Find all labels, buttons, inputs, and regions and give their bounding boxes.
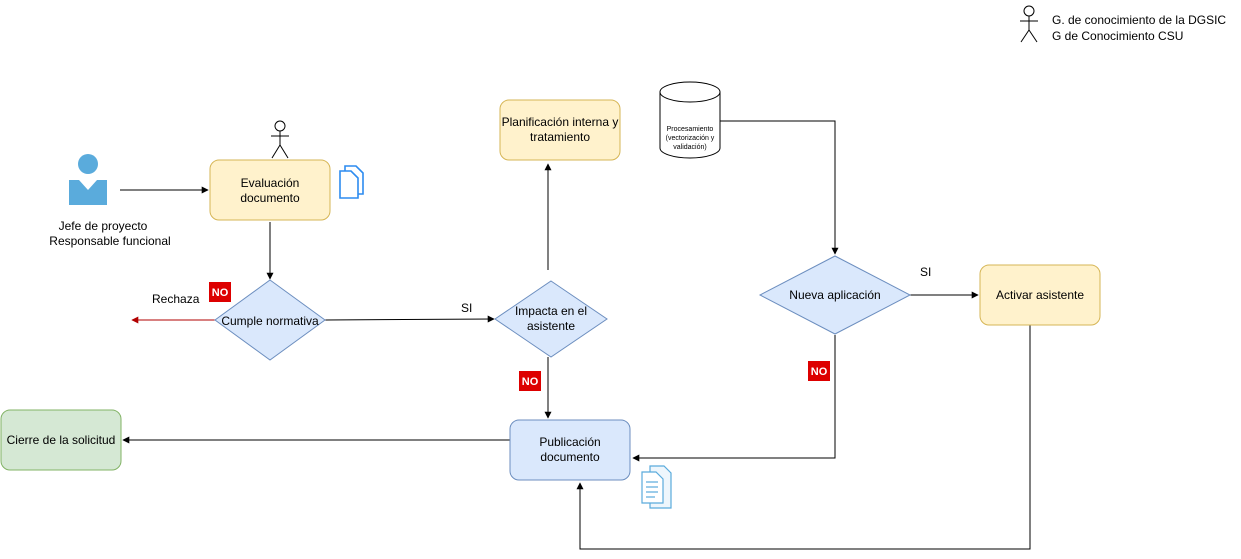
- edge-nueva-publicacion: [632, 335, 836, 462]
- si-label-2: SI: [920, 265, 931, 279]
- publicacion-line-1: Publicación: [539, 435, 600, 449]
- cumple-label: Cumple normativa: [221, 314, 319, 328]
- rechaza-label: Rechaza: [152, 292, 200, 306]
- no-badge-3-text: NO: [811, 366, 828, 378]
- no-badge-2: NO: [519, 371, 541, 391]
- edge-cumple-impacta: [324, 315, 495, 323]
- node-evaluacion[interactable]: Evaluación documento: [209, 120, 331, 221]
- impacta-line-1: Impacta en el: [515, 304, 587, 318]
- user-actor: Jefe de proyecto Responsable funcional: [49, 154, 171, 248]
- user-icon: [69, 154, 107, 205]
- impacta-line-2: asistente: [527, 319, 575, 333]
- legend: G. de conocimiento de la DGSIC G de Cono…: [1020, 5, 1226, 43]
- node-impacta[interactable]: Impacta en el asistente: [494, 280, 608, 358]
- documents-icon: [339, 165, 364, 199]
- evaluacion-line-1: Evaluación: [241, 176, 300, 190]
- planificacion-line-2: tratamiento: [530, 130, 590, 144]
- legend-line-2: G de Conocimiento CSU: [1052, 29, 1183, 43]
- document-list-icon: [641, 465, 672, 509]
- procesamiento-line-1: Procesamiento: [667, 126, 714, 133]
- cierre-label: Cierre de la solicitud: [7, 433, 116, 447]
- node-planificacion[interactable]: Planificación interna y tratamiento: [499, 99, 621, 161]
- stick-figure-icon: [1020, 5, 1038, 43]
- procesamiento-line-2: (vectorización y: [666, 135, 715, 142]
- user-label-line-2: Responsable funcional: [49, 234, 170, 248]
- evaluacion-line-2: documento: [240, 191, 300, 205]
- edge-procesamiento-nueva: [720, 120, 839, 255]
- planificacion-line-1: Planificación interna y: [502, 115, 619, 129]
- node-cierre[interactable]: Cierre de la solicitud: [0, 409, 122, 471]
- nueva-label: Nueva aplicación: [789, 288, 880, 302]
- publicacion-line-2: documento: [540, 450, 600, 464]
- node-procesamiento[interactable]: Procesamiento (vectorización y validació…: [659, 81, 721, 159]
- edge-activar-publicacion: [576, 325, 1031, 550]
- no-badge-1: NO: [209, 282, 231, 302]
- si-label-1: SI: [461, 301, 472, 315]
- node-cumple-normativa[interactable]: Cumple normativa: [214, 279, 326, 361]
- activar-label: Activar asistente: [996, 288, 1084, 302]
- node-publicacion[interactable]: Publicación documento: [509, 419, 631, 481]
- edges: [120, 120, 1031, 550]
- no-badge-2-text: NO: [522, 376, 539, 388]
- stick-figure-icon: [271, 120, 289, 159]
- legend-line-1: G. de conocimiento de la DGSIC: [1052, 13, 1226, 27]
- node-activar[interactable]: Activar asistente: [979, 264, 1101, 326]
- procesamiento-line-3: validación): [673, 144, 706, 151]
- no-badge-3: NO: [808, 361, 830, 381]
- no-badge-1-text: NO: [212, 287, 229, 299]
- node-nueva-aplicacion[interactable]: Nueva aplicación: [758, 255, 912, 335]
- user-label-line-1: Jefe de proyecto: [59, 219, 148, 233]
